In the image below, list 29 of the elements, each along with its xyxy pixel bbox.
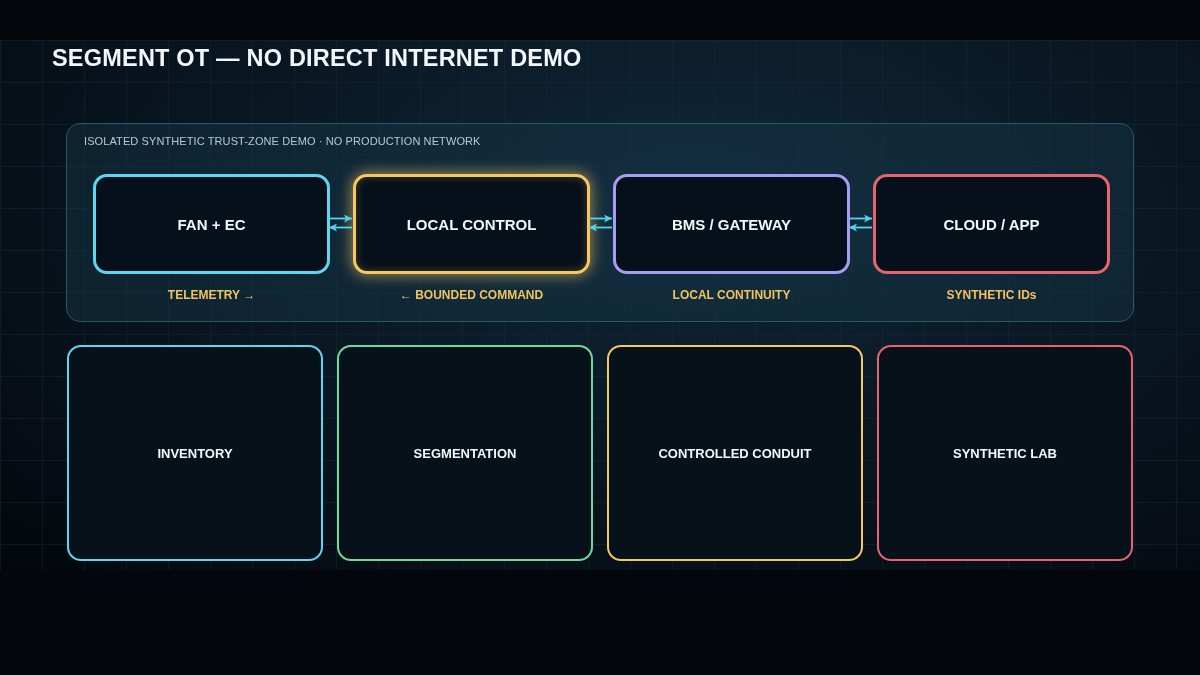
caption-label: LOCAL CONTINUITY	[672, 288, 791, 302]
arrow	[588, 223, 613, 232]
category-card	[337, 345, 593, 561]
process-box	[613, 174, 850, 274]
arrow	[328, 214, 353, 223]
category-card	[607, 345, 863, 561]
arrow	[588, 214, 613, 223]
node-label: SEGMENTATION	[413, 445, 517, 461]
diagram-title: SEGMENT OT — NO DIRECT INTERNET DEMO	[52, 45, 582, 72]
node-label: FAN + EC	[177, 215, 246, 233]
node-label: CLOUD / APP	[943, 215, 1040, 233]
node-label: CONTROLLED CONDUIT	[658, 445, 812, 461]
process-box	[873, 174, 1110, 274]
category-card	[877, 345, 1133, 561]
arrow	[848, 214, 873, 223]
node-label: BMS / GATEWAY	[671, 215, 792, 233]
arrow	[328, 223, 353, 232]
caption-label: TELEMETRY →	[167, 288, 256, 302]
arrow	[848, 223, 873, 232]
category-card	[67, 345, 323, 561]
process-box	[353, 174, 590, 274]
node-label: INVENTORY	[157, 445, 233, 461]
node-label: SYNTHETIC LAB	[953, 445, 1057, 461]
zone-heading: ISOLATED SYNTHETIC TRUST-ZONE DEMO · NO PRODUCTION NETWORK	[84, 135, 481, 147]
node-label: LOCAL CONTROL	[406, 215, 537, 233]
trust-zone-panel	[66, 123, 1134, 322]
caption-label: SYNTHETIC IDs	[946, 288, 1037, 302]
caption-label: ← BOUNDED COMMAND	[399, 288, 544, 302]
process-box	[93, 174, 330, 274]
